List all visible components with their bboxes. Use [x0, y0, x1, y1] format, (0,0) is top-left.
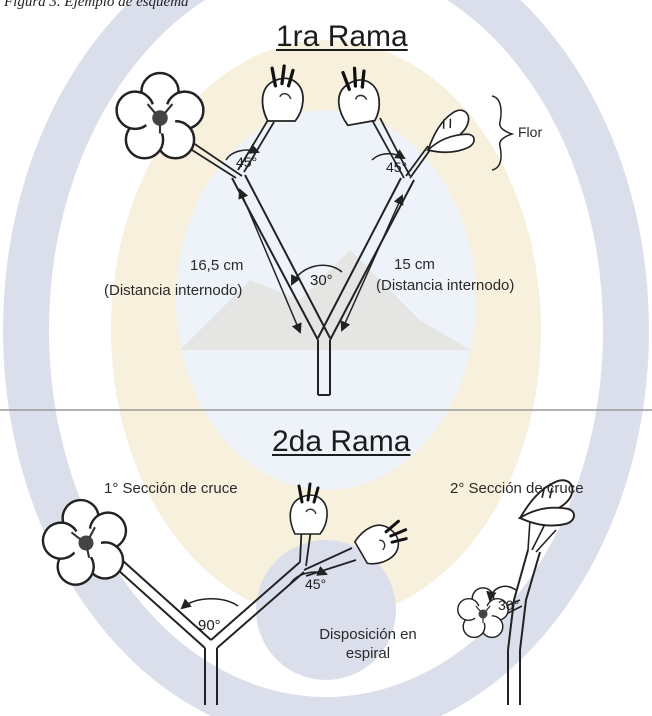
branch-1-left-distance: 16,5 cm	[190, 257, 243, 274]
branch-1-angle-left: 45°	[236, 154, 257, 170]
branch-1-right-distance-note: (Distancia internodo)	[376, 277, 514, 294]
branch-2-angle-main: 90°	[198, 617, 221, 634]
flor-label: Flor	[518, 124, 542, 140]
branch-1-left-distance-note: (Distancia internodo)	[104, 282, 242, 299]
cross-section-1-label: 1° Sección de cruce	[104, 480, 238, 497]
branch-2-angle-arc-main	[182, 599, 238, 608]
branch-1-angle-right: 45°	[386, 159, 407, 175]
cross-section-2-label: 2° Sección de cruce	[450, 480, 584, 497]
spiral-angle: 30°	[498, 597, 519, 613]
spiral-label-line2: espiral	[308, 645, 428, 662]
branch-1-open-flower	[117, 73, 204, 158]
branch-2-title: 2da Rama	[272, 425, 410, 459]
figure-caption: Figura 3. Ejemplo de esquema	[4, 0, 189, 11]
branch-2-angle-inner: 45°	[305, 576, 326, 592]
spiral-label-line1: Disposición en	[308, 626, 428, 643]
branch-1-right-distance: 15 cm	[394, 256, 435, 273]
branch-1-title: 1ra Rama	[276, 20, 408, 54]
branch-1-angle-center: 30°	[310, 272, 333, 289]
